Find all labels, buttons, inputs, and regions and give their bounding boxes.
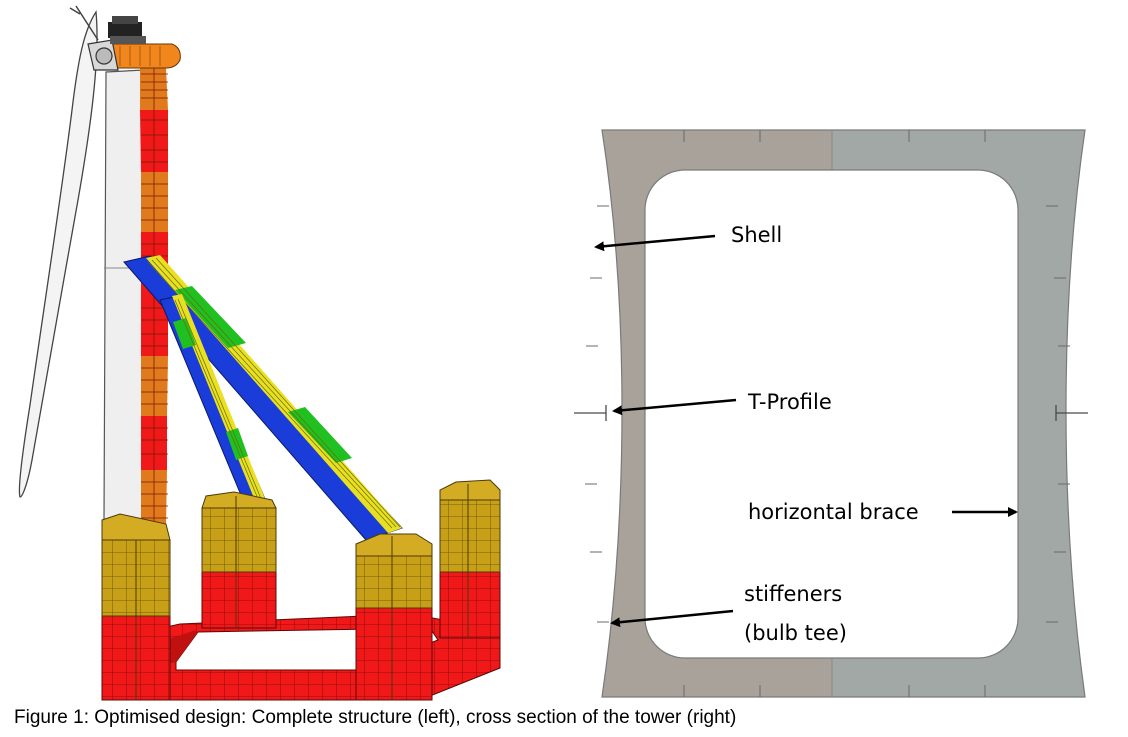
column-tower-base (101, 513, 171, 701)
nacelle (111, 43, 181, 69)
shell-label: Shell (731, 223, 782, 247)
bulb-tee-label: (bulb tee) (744, 621, 847, 645)
t-profile-label: T-Profile (747, 390, 832, 414)
tower-cross-section: Shell T-Profile horizontal brace stiffen… (574, 129, 1088, 698)
column-middle (201, 491, 277, 629)
complete-structure-model (18, 5, 501, 701)
figure-caption: Figure 1: Optimised design: Complete str… (14, 707, 737, 728)
stiffeners-label: stiffeners (744, 582, 842, 606)
horizontal-brace-label: horizontal brace (748, 500, 919, 524)
annotation-arrows (594, 234, 1018, 628)
rotor-blade (18, 10, 98, 498)
cross-section-inner-opening (644, 169, 1019, 659)
column-front-right (355, 533, 433, 701)
column-back-right (439, 479, 501, 639)
t-profile-marks (574, 405, 1088, 421)
t-profile-arrow (612, 398, 737, 416)
shell-arrow (594, 234, 716, 252)
stiffeners-arrow (610, 609, 734, 628)
stiffener-ticks (585, 130, 1070, 697)
